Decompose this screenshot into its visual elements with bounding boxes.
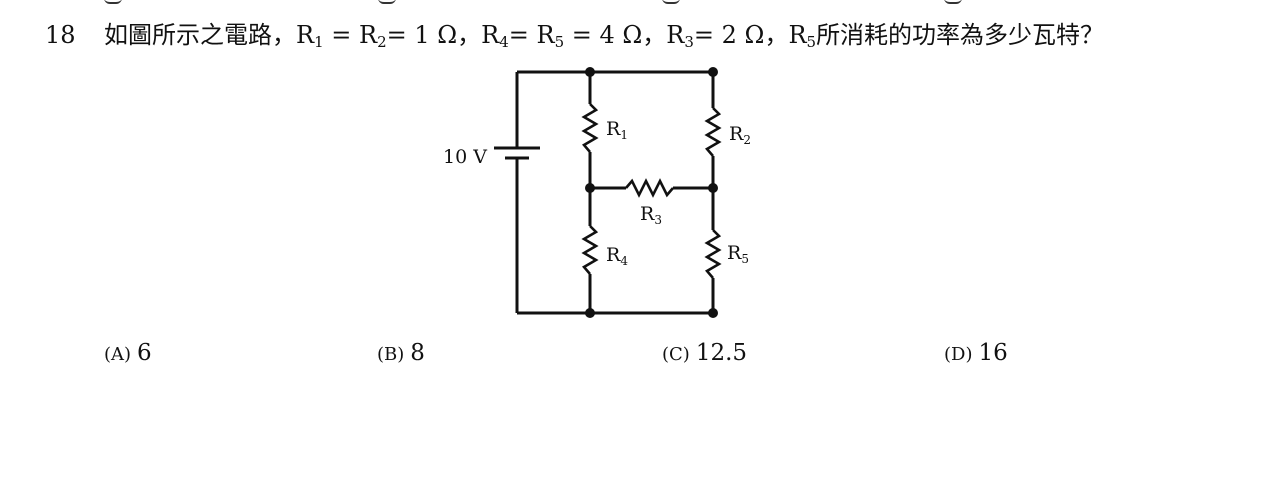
cutoff-option-mark [662, 0, 680, 4]
option-letter: (D) [944, 344, 973, 365]
resistor-r1-label: R1 [606, 118, 628, 142]
junction-node [585, 67, 595, 77]
stem-subscript: 2 [377, 33, 387, 51]
stem-text: 如圖所示之電路，R [104, 21, 315, 49]
option-value: 6 [137, 340, 152, 366]
label-subscript: 1 [620, 128, 628, 142]
stem-subscript: 1 [314, 33, 324, 51]
label-letter: R [640, 203, 655, 225]
stem-text: = 1 Ω，R [386, 21, 500, 49]
previous-question-options-cutoff [0, 0, 1274, 6]
resistor-r5 [704, 229, 722, 279]
option-d[interactable]: (D)16 [944, 338, 1008, 370]
resistor-r5-label: R5 [727, 242, 749, 266]
resistor-r3-label: R3 [640, 203, 662, 227]
label-letter: R [729, 123, 744, 145]
resistor-r4 [581, 225, 599, 275]
stem-subscript: 3 [684, 33, 694, 51]
stem-subscript: 4 [499, 33, 509, 51]
resistor-r2-label: R2 [729, 123, 751, 147]
option-a[interactable]: (A)6 [104, 338, 152, 370]
source-voltage-label: 10 V [443, 146, 487, 168]
option-letter: (A) [104, 344, 132, 365]
stem-subscript: 5 [806, 33, 817, 51]
option-value: 16 [978, 340, 1008, 366]
label-subscript: 4 [620, 254, 628, 268]
resistor-r4-label: R4 [606, 244, 628, 268]
junction-node [708, 67, 718, 77]
resistor-r3 [625, 178, 674, 198]
resistor-r1 [581, 103, 599, 153]
label-letter: R [606, 118, 621, 140]
stem-text: = 4 Ω，R [564, 21, 685, 49]
cutoff-option-mark [378, 0, 396, 4]
question-number: 18 [45, 21, 76, 49]
label-subscript: 5 [741, 252, 749, 266]
option-letter: (C) [662, 344, 690, 365]
option-value: 8 [410, 340, 425, 366]
stem-text: = R [323, 21, 378, 49]
stem-text: 所消耗的功率為多少瓦特？ [816, 21, 1105, 49]
label-letter: R [727, 242, 742, 264]
option-b[interactable]: (B)8 [377, 338, 425, 370]
option-c[interactable]: (C)12.5 [662, 338, 747, 370]
question-stem: 如圖所示之電路，R1 = R2= 1 Ω，R4= R5 = 4 Ω，R3= 2 … [104, 20, 1104, 50]
stem-subscript: 5 [554, 33, 565, 51]
cutoff-option-mark [104, 0, 122, 4]
stem-text: = 2 Ω，R [693, 21, 807, 49]
cutoff-option-mark [944, 0, 962, 4]
stem-text: = R [508, 21, 555, 49]
option-letter: (B) [377, 344, 405, 365]
label-subscript: 2 [743, 133, 751, 147]
label-subscript: 3 [654, 213, 662, 227]
option-value: 12.5 [695, 340, 748, 366]
junction-node [708, 183, 718, 193]
junction-node [585, 308, 595, 318]
label-letter: R [606, 244, 621, 266]
resistor-r2 [704, 107, 722, 157]
circuit-diagram: 10 V R1 R2 R3 R4 R5 [443, 67, 751, 318]
junction-node [585, 183, 595, 193]
junction-node [708, 308, 718, 318]
